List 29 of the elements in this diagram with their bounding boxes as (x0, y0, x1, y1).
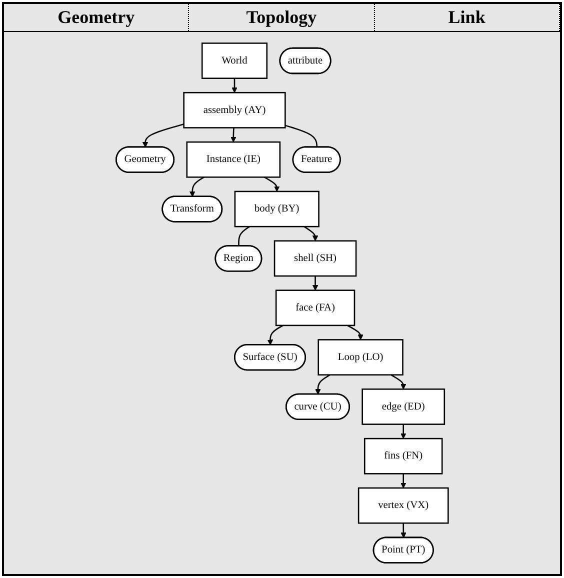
arrow (390, 374, 406, 390)
arrow (264, 176, 280, 192)
connector (238, 226, 250, 246)
connector (284, 124, 318, 148)
arrow (400, 523, 406, 538)
arrow (312, 276, 318, 291)
column-header: Link (374, 4, 560, 31)
arrow (400, 474, 406, 488)
node-box: fins (FN) (364, 438, 443, 474)
node-box: Loop (LO) (318, 339, 404, 376)
node-box: body (BY) (234, 190, 320, 228)
arrow (314, 374, 330, 395)
arrow (189, 176, 204, 197)
node-box: assembly (AY) (183, 92, 286, 128)
node-box: face (FA) (275, 290, 355, 326)
arrow (346, 324, 364, 340)
arrow (400, 424, 406, 439)
node-box: Instance (IE) (186, 141, 280, 178)
node-box: vertex (VX) (358, 487, 449, 524)
node-box: shell (SH) (274, 240, 356, 277)
arrow (142, 124, 184, 148)
node-box: World (201, 42, 268, 79)
arrow (230, 128, 236, 142)
node-box: edge (ED) (362, 388, 445, 425)
arrow (267, 324, 284, 346)
arrow (304, 226, 318, 242)
column-header: Topology (189, 4, 375, 31)
arrow (231, 78, 238, 93)
column-header: Geometry (4, 4, 190, 31)
